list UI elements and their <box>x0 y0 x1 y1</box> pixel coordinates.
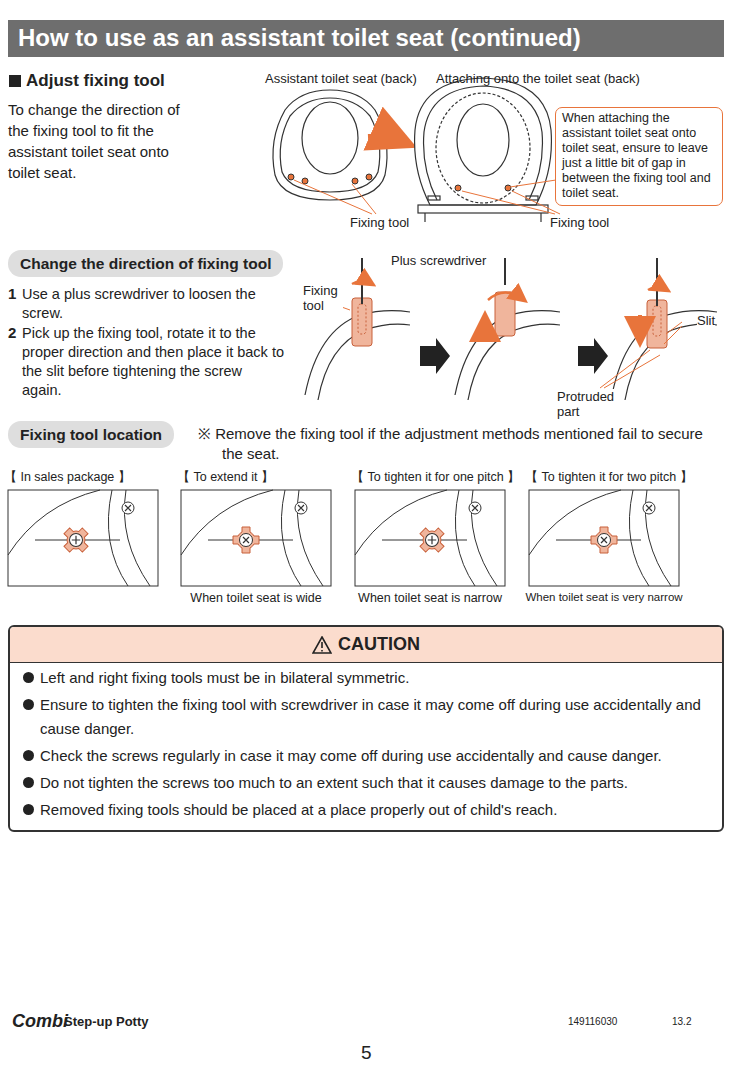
bullet-dot <box>23 672 34 683</box>
text-label: 5 <box>361 1042 372 1064</box>
bullet-dot <box>23 699 34 710</box>
loc-box: 【 In sales package 】 <box>8 490 158 586</box>
box-heading: 【 To tighten it for one pitch 】 <box>351 469 520 486</box>
text-label: ※ Remove the fixing tool if the adjustme… <box>198 424 727 464</box>
caution-heading: CAUTION <box>338 634 420 655</box>
loc-box: 【 To tighten it for two pitch 】When toil… <box>529 490 679 586</box>
text-label: Use a plus screwdriver to loosen the scr… <box>22 285 284 323</box>
text-label: Attaching onto the toilet seat (back) <box>436 71 640 86</box>
callout-text: When attaching the assistant toilet seat… <box>562 111 716 201</box>
caution-box: CAUTION Left and right fixing tools must … <box>8 625 724 832</box>
text-label: Fixing tool <box>550 215 609 230</box>
box-heading: 【 In sales package 】 <box>4 469 131 486</box>
text-label: Adjust fixing tool <box>26 71 165 91</box>
caution-item: Removed fixing tools should be placed at… <box>10 795 722 822</box>
caution-text: Do not tighten the screws too much to an… <box>40 771 712 795</box>
caution-item: Do not tighten the screws too much to an… <box>10 768 722 795</box>
page-title: How to use as an assistant toilet seat (… <box>18 24 581 52</box>
bullet-dot <box>23 804 34 815</box>
text-label: Combi <box>12 1011 68 1032</box>
pill-box: Change the direction of fixing tool <box>8 250 283 277</box>
text-label: To change the direction of the fixing to… <box>8 99 204 183</box>
text-label: Fixing tool <box>303 283 343 313</box>
caution-text: Removed fixing tools should be placed at… <box>40 798 712 822</box>
text-label: 2 <box>8 324 16 341</box>
caution-item: Check the screws regularly in case it ma… <box>10 741 722 768</box>
text-label: Plus screwdriver <box>391 253 486 268</box>
section-heading: Fixing tool location <box>20 425 162 444</box>
caution-text: Ensure to tighten the fixing tool with s… <box>40 693 712 741</box>
text-label: Step-up Potty <box>64 1014 149 1029</box>
loc-box: 【 To extend it 】When toilet seat is wide <box>181 490 331 586</box>
warning-icon <box>312 636 332 654</box>
text-label: Assistant toilet seat (back) <box>265 71 417 86</box>
text-label: 13.2 <box>672 1016 691 1027</box>
caution-text: Left and right fixing tools must be in b… <box>40 666 712 690</box>
caution-text: Check the screws regularly in case it ma… <box>40 744 712 768</box>
box-caption: When toilet seat is narrow <box>358 591 502 605</box>
bullet-dot <box>23 750 34 761</box>
text-label: Protruded part <box>557 389 619 419</box>
box-heading: 【 To tighten it for two pitch 】 <box>525 469 693 486</box>
section-heading: Change the direction of fixing tool <box>20 254 271 273</box>
text-label: 149116030 <box>568 1016 617 1027</box>
callout-box: When attaching the assistant toilet seat… <box>555 107 723 206</box>
bullet-dot <box>23 777 34 788</box>
box-heading: 【 To extend it 】 <box>177 469 274 486</box>
caution-item: Ensure to tighten the fixing tool with s… <box>10 690 722 741</box>
text-label: 1 <box>8 285 16 302</box>
box-caption: When toilet seat is wide <box>190 591 321 605</box>
text-label: Fixing tool <box>350 215 409 230</box>
box-caption: When toilet seat is very narrow <box>525 591 682 603</box>
text-label: Pick up the fixing tool, rotate it to th… <box>22 324 284 400</box>
pill-box: Fixing tool location <box>8 421 174 448</box>
caution-item: Left and right fixing tools must be in b… <box>10 663 722 690</box>
text-label: Slit <box>697 313 715 328</box>
caution-header: CAUTION <box>10 627 722 663</box>
loc-box: 【 To tighten it for one pitch 】When toil… <box>355 490 505 586</box>
